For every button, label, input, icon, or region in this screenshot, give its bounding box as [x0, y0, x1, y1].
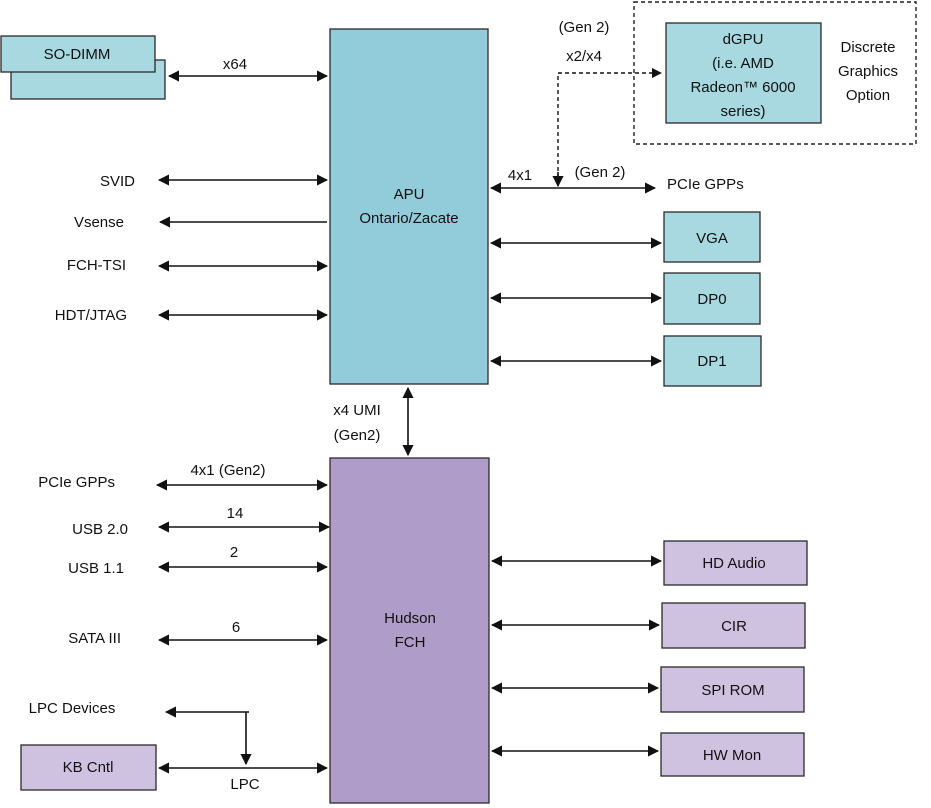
x2x4-label: x2/x4	[566, 48, 602, 65]
umi-gen-label: (Gen2)	[334, 427, 381, 444]
apu-pcie-gpps-label: PCIe GPPs	[667, 176, 744, 193]
fch-label-2: FCH	[395, 634, 426, 651]
svid-label: SVID	[100, 173, 135, 190]
hw-mon-block	[660, 732, 805, 777]
fch-pcie-count-label: 4x1 (Gen2)	[190, 462, 265, 479]
dgpu-link-dashed	[557, 72, 660, 185]
usb11-count-label: 2	[230, 544, 238, 561]
usb20-label: USB 2.0	[72, 521, 128, 538]
dgpu-block	[665, 22, 822, 124]
option-label-3: Option	[846, 87, 890, 104]
vga-block	[663, 211, 761, 263]
apu-label-2: Ontario/Zacate	[359, 210, 458, 227]
spi-rom-block	[660, 666, 805, 713]
apu-block	[329, 28, 489, 385]
gen2-mid-label: (Gen 2)	[575, 164, 626, 181]
cir-label: CIR	[721, 618, 747, 635]
umi-label: x4 UMI	[333, 402, 381, 419]
dp1-label: DP1	[697, 353, 726, 370]
vga-label: VGA	[696, 230, 728, 247]
hw-mon-label: HW Mon	[703, 747, 761, 764]
apu-label-1: APU	[394, 186, 425, 203]
option-label-2: Graphics	[838, 63, 898, 80]
gen2-top-label: (Gen 2)	[559, 19, 610, 36]
usb11-label: USB 1.1	[68, 560, 124, 577]
fch-tsi-label: FCH-TSI	[67, 257, 126, 274]
hd-audio-block	[663, 540, 808, 586]
dgpu-label-2: (i.e. AMD	[712, 55, 774, 72]
kb-cntl-block	[20, 744, 157, 791]
dgpu-label-3: Radeon™ 6000	[690, 79, 795, 96]
vsense-label: Vsense	[74, 214, 124, 231]
lpc-label: LPC	[230, 776, 259, 793]
dp0-block	[663, 272, 761, 325]
dgpu-label-4: series)	[720, 103, 765, 120]
hd-audio-label: HD Audio	[702, 555, 765, 572]
sata-label: SATA III	[68, 630, 121, 647]
x64-label: x64	[223, 56, 247, 73]
so-dimm-label: SO-DIMM	[44, 46, 111, 63]
lpc-devices-label: LPC Devices	[29, 700, 116, 717]
dp0-label: DP0	[697, 291, 726, 308]
dgpu-label-1: dGPU	[723, 31, 764, 48]
cir-block	[661, 602, 806, 649]
sata-count-label: 6	[232, 619, 240, 636]
fch-label-1: Hudson	[384, 610, 436, 627]
fch-block	[329, 457, 490, 804]
kb-cntl-label: KB Cntl	[63, 759, 114, 776]
x4x1-label: 4x1	[508, 167, 532, 184]
dgpu-link-arrowhead-right	[652, 68, 662, 78]
spi-rom-label: SPI ROM	[701, 682, 764, 699]
option-label-1: Discrete	[840, 39, 895, 56]
hdt-jtag-label: HDT/JTAG	[55, 307, 127, 324]
fch-pcie-gpps-label: PCIe GPPs	[38, 474, 115, 491]
dp1-block	[663, 335, 762, 387]
discrete-graphics-option-box	[633, 1, 917, 145]
usb20-count-label: 14	[227, 505, 244, 522]
so-dimm-block	[0, 35, 156, 73]
